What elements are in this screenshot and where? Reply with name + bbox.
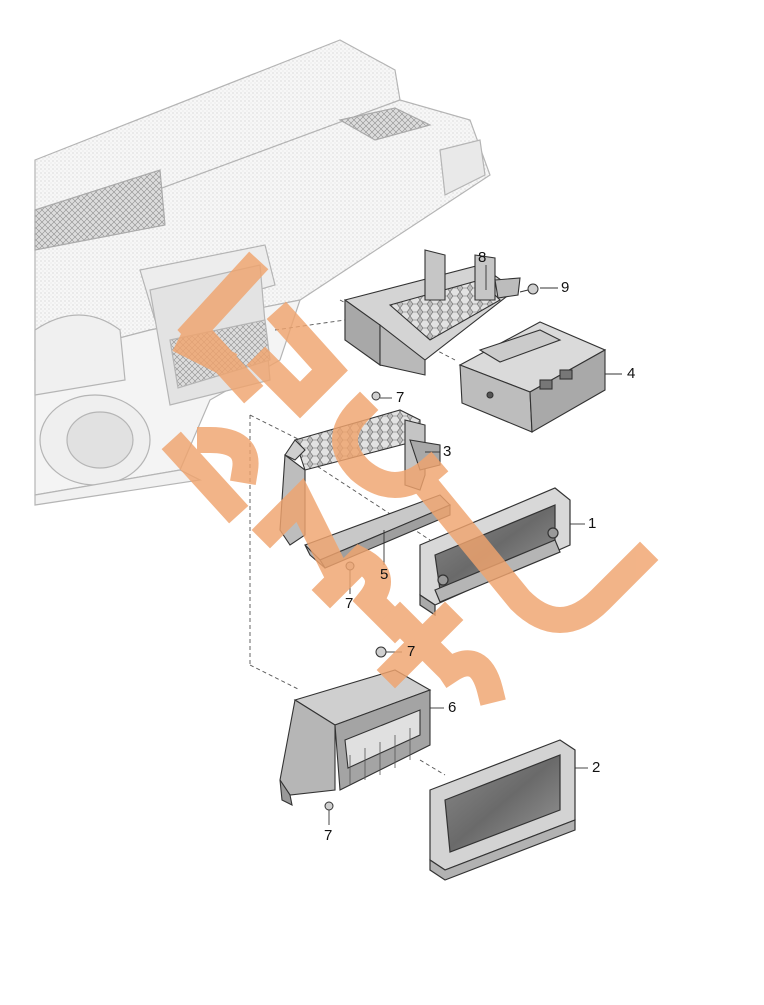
callout-label-2: 2	[592, 759, 601, 776]
part-6-lower-bracket	[279, 669, 432, 806]
callout-label-4: 4	[627, 365, 636, 382]
callout-label-3: 3	[443, 443, 452, 460]
callout-label-1: 1	[588, 515, 597, 532]
part-2-display-unit	[429, 739, 576, 881]
callout-label-5: 5	[380, 566, 389, 583]
callout-label-7-bottom: 7	[324, 827, 333, 844]
watermark	[161, 251, 659, 706]
callout-label-7-mid: 7	[345, 595, 354, 612]
callout-label-8: 8	[478, 249, 487, 266]
screw-9	[519, 283, 539, 295]
callout-label-6: 6	[448, 699, 457, 716]
callout-label-7-lower: 7	[407, 643, 416, 660]
part-8-bracket	[344, 249, 521, 376]
callout-label-9: 9	[561, 279, 570, 296]
callout-label-7-top: 7	[396, 389, 405, 406]
part-4-control-unit	[458, 321, 607, 433]
